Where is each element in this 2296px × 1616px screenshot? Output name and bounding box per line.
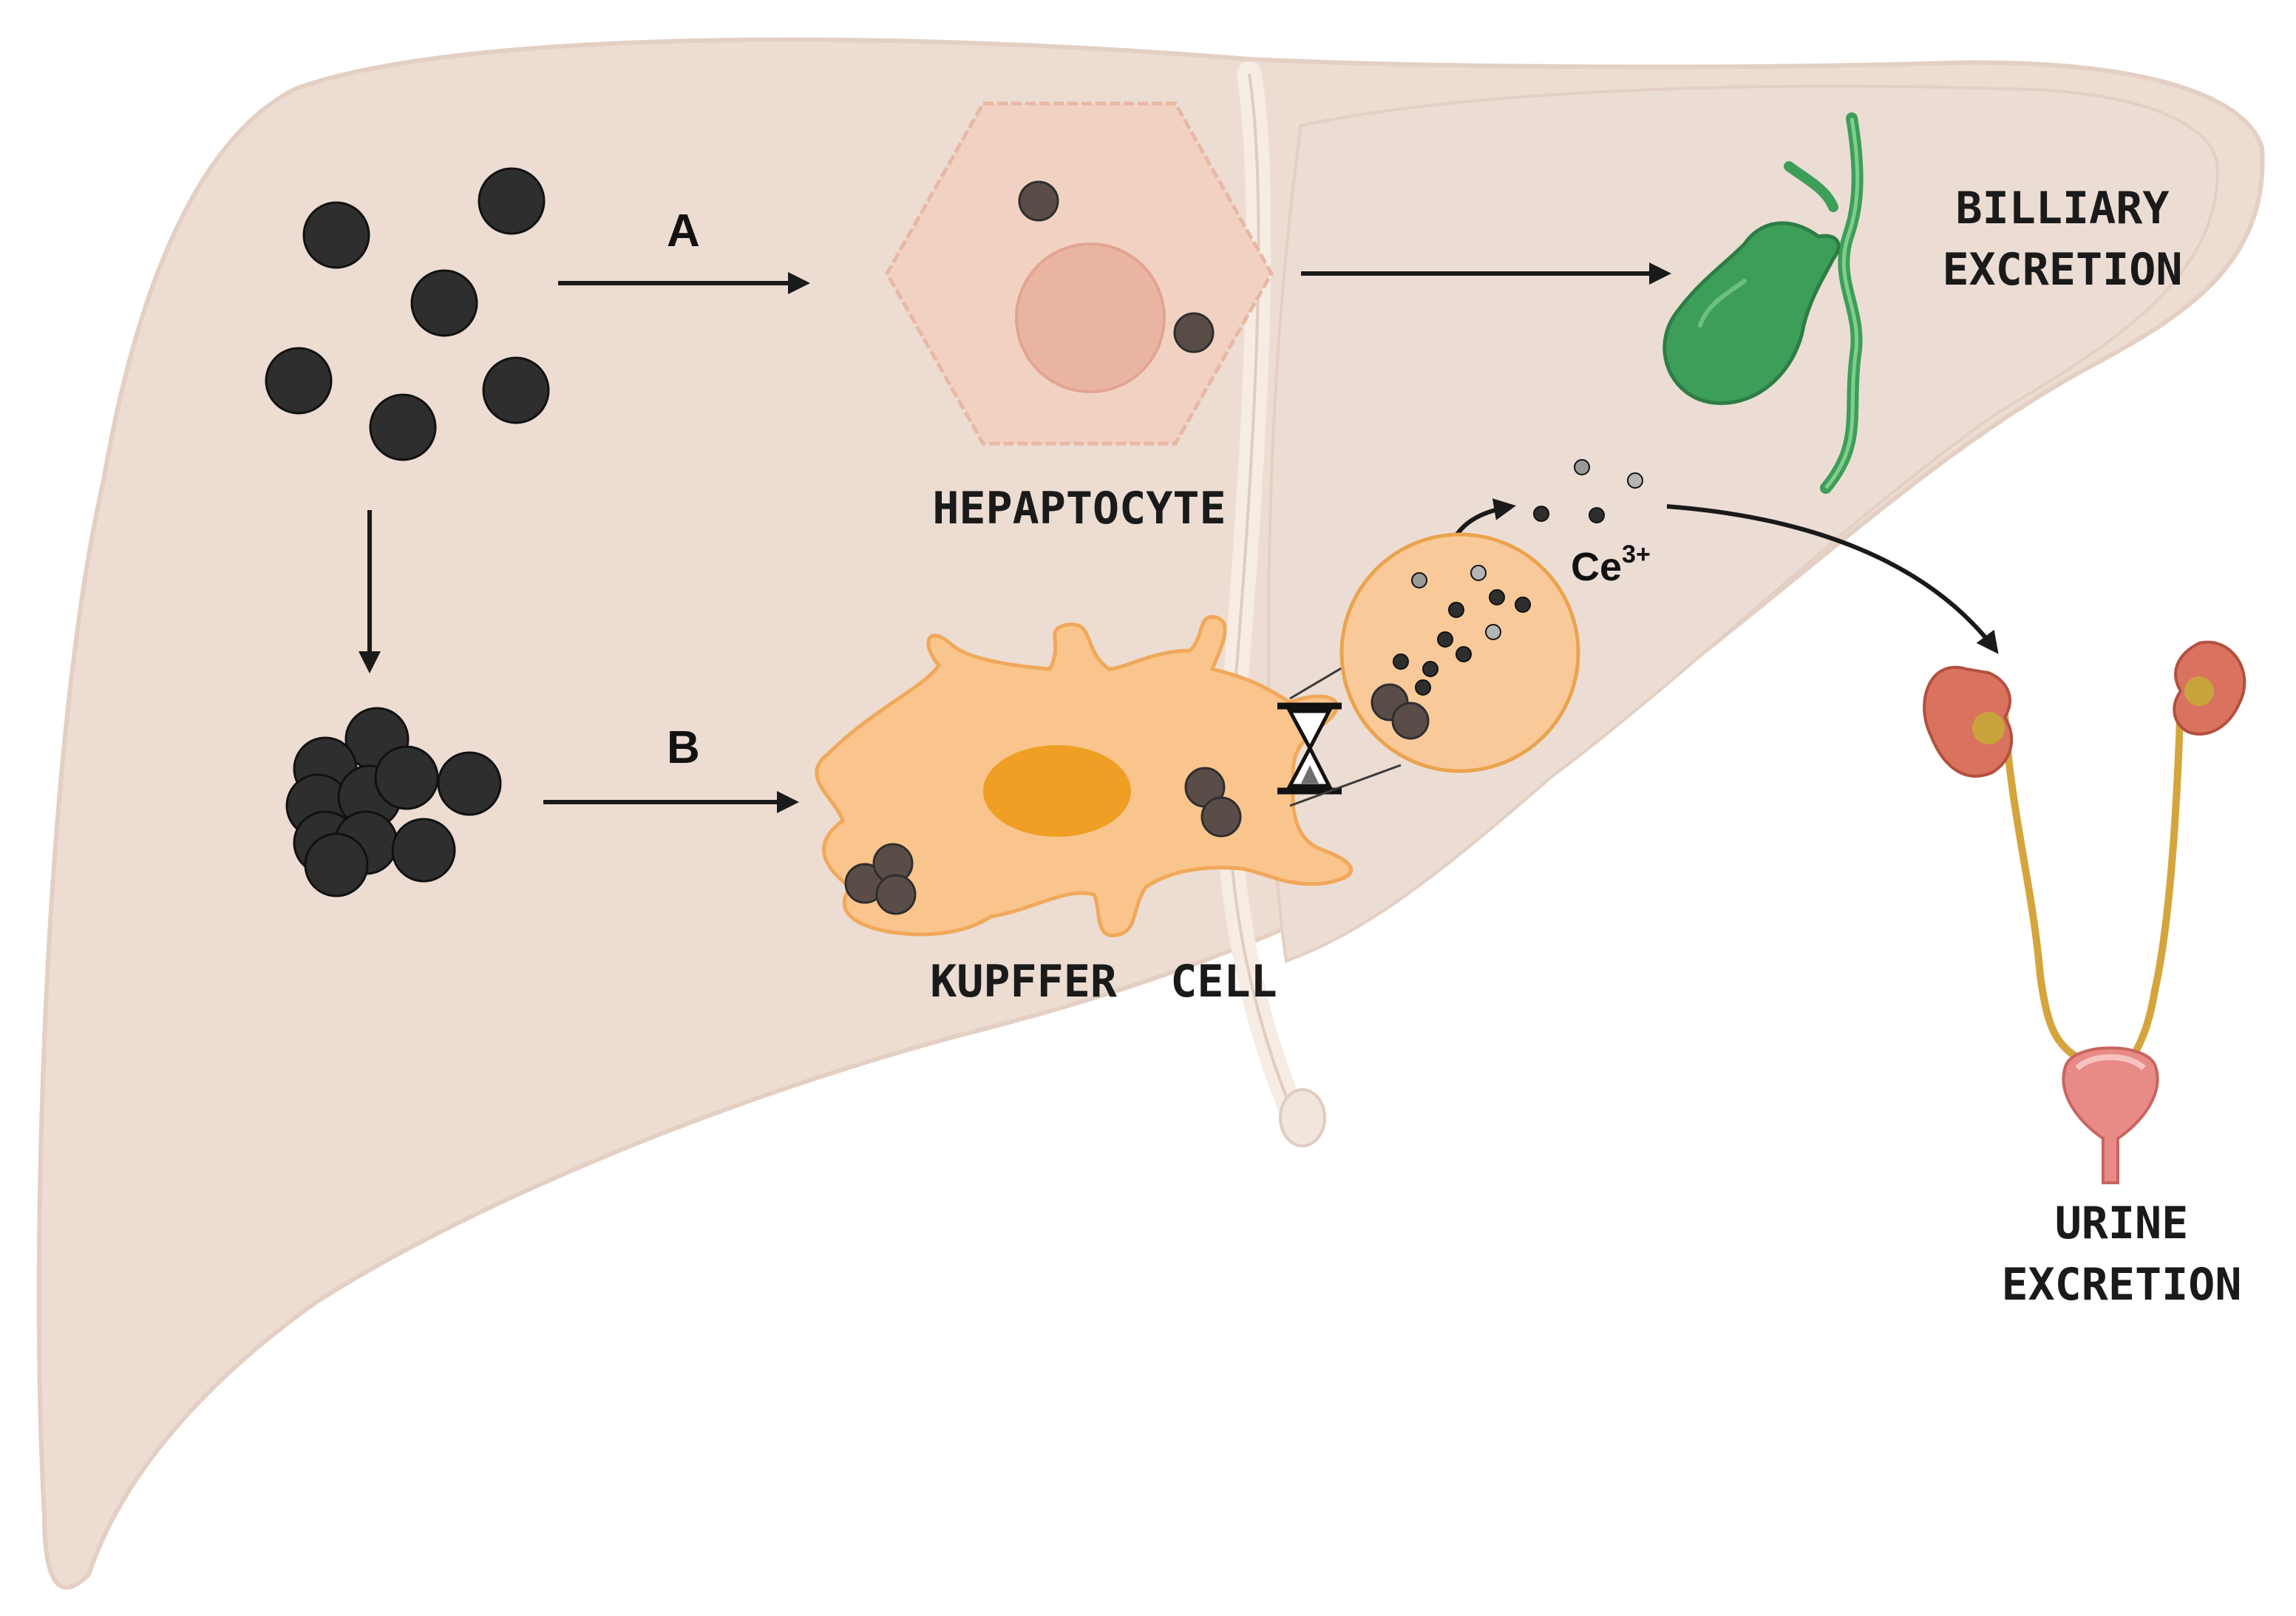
ce-ions [1533, 459, 1643, 523]
arrows [359, 262, 1999, 813]
nanoparticle [369, 393, 437, 461]
nanoparticle [302, 201, 370, 269]
nanoparticle [482, 356, 550, 424]
label-kupffer-cell: KUPFFER CELL [930, 956, 1277, 1008]
label-biliary-line1: BILLIARY [1956, 183, 2170, 234]
nanoparticle [1173, 312, 1215, 353]
label-ce-ion: Ce3+ [1571, 540, 1651, 589]
nanoparticles-aggregated [285, 707, 502, 897]
label-urine-line2: EXCRETION [2001, 1259, 2241, 1311]
nanoparticle [1200, 796, 1242, 838]
nanoparticles-dispersed [265, 167, 550, 461]
nanoparticle [437, 751, 502, 816]
arrow-ion-to-kidney [1666, 504, 1999, 654]
nanoparticle [410, 269, 478, 337]
nanoparticle [1391, 702, 1430, 740]
nanoparticle [478, 167, 546, 235]
ion-charge: 3+ [1622, 540, 1651, 568]
zoom-lysosome [1289, 459, 1643, 807]
label-pathway-a: A [667, 206, 700, 257]
label-biliary-line2: EXCRETION [1942, 244, 2182, 296]
nanoparticle [875, 874, 917, 915]
hepatocyte-nucleus [1015, 242, 1166, 393]
nanoparticle [265, 347, 333, 415]
kupffer-cell [815, 615, 1354, 937]
ion-symbol: Ce [1571, 545, 1622, 589]
label-urine-line1: URINE [2055, 1198, 2189, 1249]
hepatocyte [885, 101, 1274, 446]
nanoparticle [304, 832, 369, 897]
label-hepatocyte: HEPAPTOCYTE [932, 483, 1226, 534]
label-pathway-b: B [667, 722, 700, 773]
nanoparticle [1018, 180, 1059, 222]
kupffer-nucleus [983, 745, 1131, 837]
kidneys-bladder-icon [1923, 640, 2246, 1184]
nanoparticle [374, 745, 439, 810]
nanoparticle [391, 818, 456, 883]
gallbladder-icon [1662, 112, 1864, 494]
degraded-particles [1393, 565, 1531, 696]
